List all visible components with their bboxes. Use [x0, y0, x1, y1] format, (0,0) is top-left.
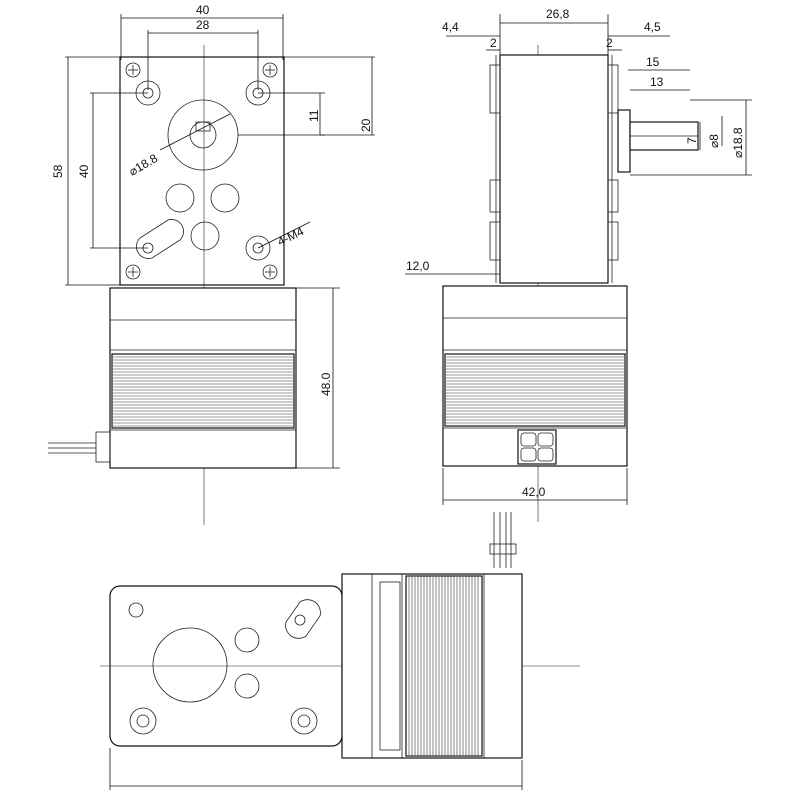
dim-right-step-label: 2: [606, 36, 613, 50]
dim-left-step-label: 2: [490, 36, 497, 50]
dim-shaft-len-inner-label: 13: [650, 75, 664, 89]
dim-shaft-big-label: ⌀18.8: [731, 127, 745, 158]
bottom-wire-lead: [489, 512, 517, 568]
gearbox-housing: [499, 54, 609, 284]
side-output-shaft: [617, 109, 699, 173]
gearbox-plate: [119, 56, 285, 286]
side-view: 26,8 4,4 4,5 2 2 15 13 7 ⌀8 ⌀18.8 12,0 4…: [405, 7, 752, 522]
corner-screws: [125, 62, 278, 280]
dim-hole-vertical-label: 40: [77, 164, 91, 178]
plate-holes: [128, 599, 321, 735]
dim-motor-width-label: 42,0: [522, 485, 546, 499]
dim-shaft-offset-label: 11: [307, 109, 321, 122]
dim-gear-offset-label: 20: [359, 118, 373, 132]
dim-flange-offset-label: 12,0: [406, 259, 430, 273]
bottom-motor-fins: [408, 577, 479, 755]
side-motor-fins: [446, 356, 624, 424]
motor-fins: [113, 356, 293, 427]
bottom-dimension: [109, 748, 523, 790]
dim-right-gap-label: 4,5: [644, 20, 661, 34]
dim-flat-label: 7: [685, 137, 699, 144]
front-view: 40 28 58 40 11 20 ⌀18.8 4-M4 48.0: [48, 3, 375, 525]
dim-shaft-small-label: ⌀8: [707, 134, 721, 148]
side-dimensions: [405, 14, 752, 505]
front-dimensions: [65, 14, 375, 469]
dim-width-label: 40: [196, 3, 210, 17]
dim-motor-length-label: 48.0: [319, 372, 333, 396]
gear-holes: [165, 183, 240, 251]
connector: [517, 429, 557, 465]
dim-hole-spacing-label: 28: [196, 18, 210, 32]
dim-height-label: 58: [51, 164, 65, 178]
bottom-view: [100, 512, 580, 790]
dim-body-width-label: 26,8: [546, 7, 570, 21]
dim-left-gap-label: 4,4: [442, 20, 459, 34]
dim-shaft-len-label: 15: [646, 55, 660, 69]
wire-lead: [48, 431, 111, 463]
